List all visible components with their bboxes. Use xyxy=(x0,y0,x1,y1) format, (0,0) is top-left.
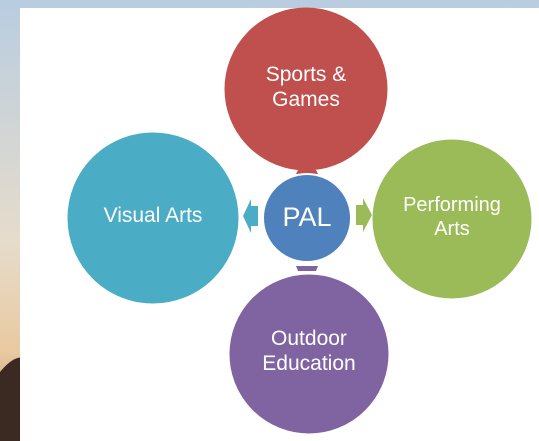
arrow-to-visual-arts xyxy=(243,199,258,233)
node-outdoor-education xyxy=(229,274,389,434)
node-center-pal xyxy=(262,173,352,263)
label-visual-arts: Visual Arts xyxy=(103,203,203,227)
label-sports-games: Sports & Games xyxy=(265,63,347,111)
label-outdoor-education: Outdoor Education xyxy=(262,327,356,375)
label-pal: PAL xyxy=(282,202,332,233)
node-performing-arts xyxy=(372,139,532,299)
arrow-to-sports-games xyxy=(296,170,318,174)
node-visual-arts xyxy=(67,132,239,304)
node-sports-games xyxy=(224,7,388,171)
arrow-to-outdoor-education xyxy=(296,266,318,271)
arrow-to-performing-arts xyxy=(356,198,372,232)
label-performing-arts: Performing Arts xyxy=(403,194,501,240)
